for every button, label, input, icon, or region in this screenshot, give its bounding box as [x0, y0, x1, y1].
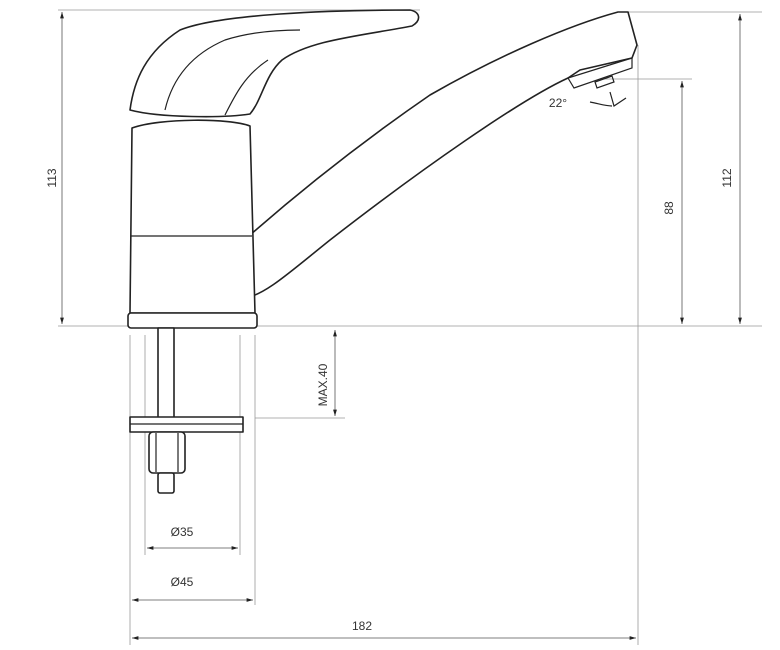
label-182: 182	[352, 619, 372, 633]
label-max40: MAX.40	[316, 363, 330, 406]
stud-end	[157, 472, 175, 494]
dimension-lines	[60, 12, 742, 640]
label-d35: Ø35	[171, 525, 194, 539]
spout	[235, 11, 638, 299]
label-d45: Ø45	[171, 575, 194, 589]
aerator	[567, 57, 633, 89]
label-22-degrees: 22°	[549, 96, 567, 110]
faucet-body	[127, 9, 638, 494]
label-113: 113	[45, 168, 59, 187]
base-plate	[127, 312, 258, 329]
mounting-stud	[157, 327, 175, 419]
label-88: 88	[662, 201, 676, 215]
spray-angle-mark	[589, 91, 627, 107]
nut	[148, 431, 186, 474]
label-112: 112	[720, 168, 734, 187]
body-cylinder	[129, 119, 256, 314]
lever-handle	[129, 9, 420, 118]
